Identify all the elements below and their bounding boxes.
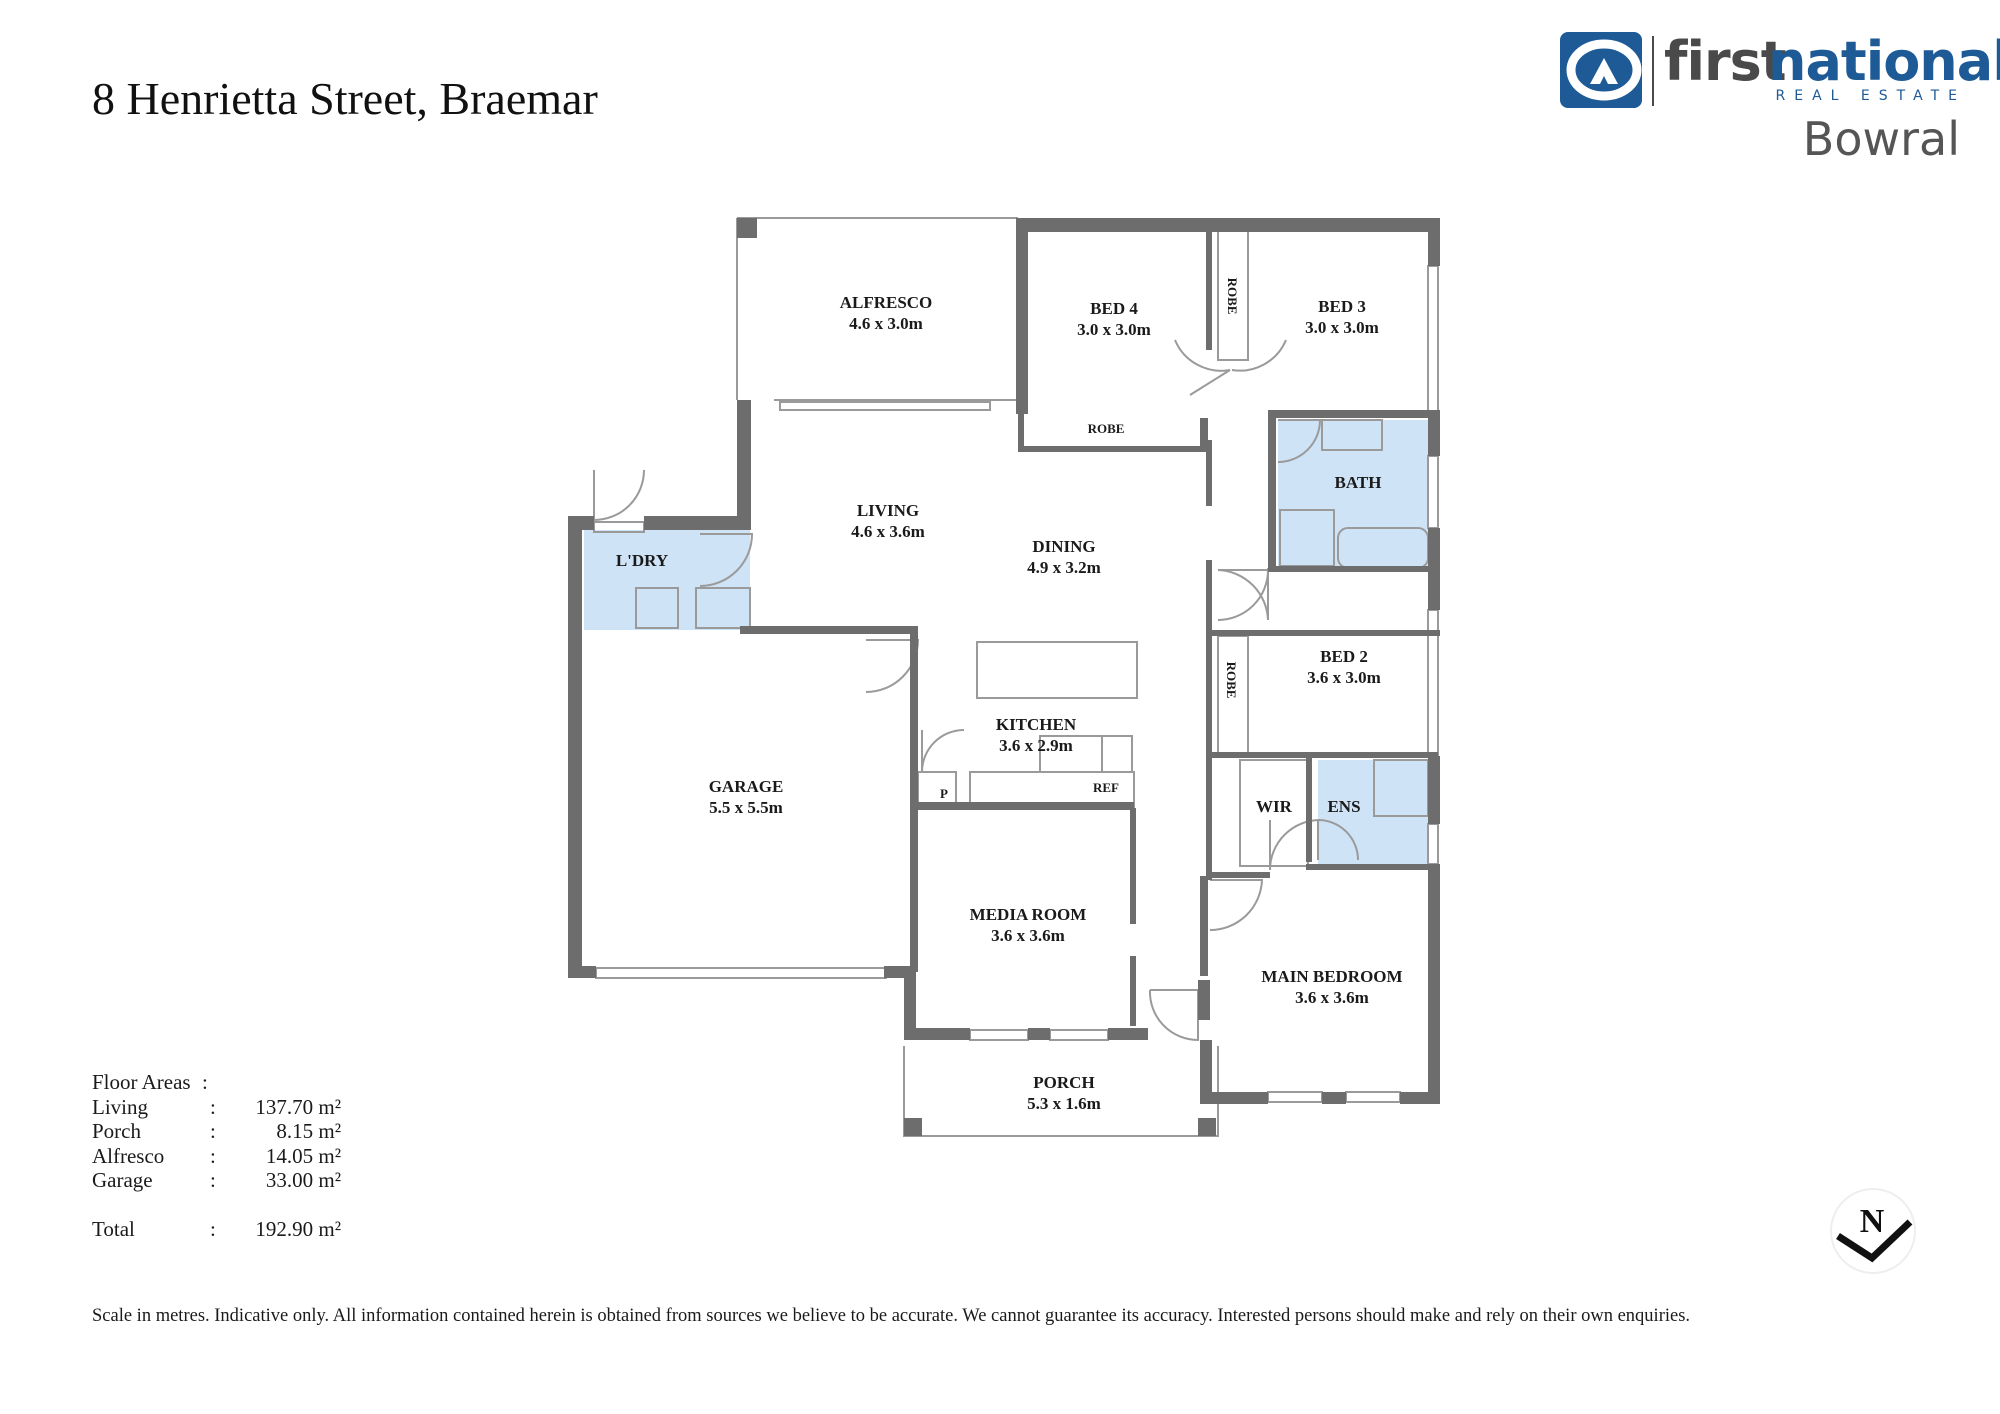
- robe-bed2-label: ROBE: [1224, 662, 1239, 699]
- door-swings: [593, 339, 1359, 1042]
- area-total-name: Total: [92, 1216, 135, 1241]
- brand-subline: REAL ESTATE: [1775, 88, 1966, 104]
- area-name: Living: [92, 1094, 148, 1119]
- ref-label: REF: [1093, 780, 1119, 795]
- porch-name: PORCH: [1033, 1073, 1094, 1092]
- area-colon: :: [210, 1094, 216, 1119]
- bed2-size: 3.6 x 3.0m: [1307, 668, 1381, 687]
- area-name: Alfresco: [92, 1143, 165, 1168]
- area-total-value: 192.90 m²: [255, 1216, 341, 1241]
- laundry-label: L'DRY: [616, 551, 668, 570]
- alfresco-size: 4.6 x 3.0m: [849, 314, 923, 333]
- walls: [568, 218, 1440, 1136]
- brand-branch: Bowral: [1802, 112, 1960, 166]
- bed2-name: BED 2: [1320, 647, 1368, 666]
- garage-name: GARAGE: [709, 777, 784, 796]
- ens-label: ENS: [1327, 797, 1360, 816]
- area-value: 137.70 m²: [255, 1094, 341, 1119]
- porch-size: 5.3 x 1.6m: [1027, 1094, 1101, 1113]
- logo-mark-icon: [1560, 32, 1642, 108]
- room-labels: ALFRESCO 4.6 x 3.0m BED 4 3.0 x 3.0m BED…: [616, 278, 1403, 1113]
- bed3-name: BED 3: [1318, 297, 1366, 316]
- kitchen-size: 3.6 x 2.9m: [999, 736, 1073, 755]
- area-colon: :: [210, 1119, 216, 1143]
- brand-first: first: [1664, 30, 1787, 93]
- robe-vertical-label: ROBE: [1225, 278, 1240, 315]
- area-colon: :: [210, 1216, 216, 1241]
- area-row: Living : 137.70 m²: [92, 1095, 341, 1120]
- area-value: 33.00 m²: [265, 1168, 341, 1192]
- brand-national: national: [1768, 30, 2000, 93]
- area-colon: :: [210, 1168, 216, 1192]
- area-name: Porch: [92, 1119, 141, 1143]
- main-bedroom-size: 3.6 x 3.6m: [1295, 988, 1369, 1007]
- living-size: 4.6 x 3.6m: [851, 522, 925, 541]
- area-colon: :: [210, 1143, 216, 1168]
- media-name: MEDIA ROOM: [970, 905, 1087, 924]
- bath-label: BATH: [1335, 473, 1382, 492]
- robe-bed4-label: ROBE: [1088, 421, 1125, 436]
- area-row: Garage : 33.00 m²: [92, 1168, 341, 1193]
- bed4-size: 3.0 x 3.0m: [1077, 320, 1151, 339]
- area-row: Alfresco : 14.05 m²: [92, 1144, 341, 1169]
- compass-n-label: N: [1860, 1203, 1885, 1240]
- bed4-name: BED 4: [1090, 299, 1138, 318]
- media-size: 3.6 x 3.6m: [991, 926, 1065, 945]
- page-title: 8 Henrietta Street, Braemar: [92, 73, 598, 124]
- area-total-row: Total : 192.90 m²: [92, 1217, 341, 1242]
- thin-lines: [635, 217, 1429, 1137]
- disclaimer: Scale in metres. Indicative only. All in…: [92, 1306, 1691, 1326]
- area-name: Garage: [92, 1168, 153, 1192]
- alfresco-name: ALFRESCO: [840, 293, 933, 312]
- floor-areas-table: Floor Areas : Living : 137.70 m² Porch :…: [92, 1070, 341, 1241]
- bed3-size: 3.0 x 3.0m: [1305, 318, 1379, 337]
- area-row: Porch : 8.15 m²: [92, 1119, 341, 1144]
- dining-name: DINING: [1032, 537, 1095, 556]
- brand-logo: first national REAL ESTATE Bowral: [1560, 30, 2000, 170]
- main-bedroom-name: MAIN BEDROOM: [1261, 967, 1402, 986]
- wir-label: WIR: [1256, 797, 1293, 816]
- areas-heading-colon: :: [202, 1070, 208, 1094]
- areas-heading: Floor Areas: [92, 1070, 191, 1094]
- garage-size: 5.5 x 5.5m: [709, 798, 783, 817]
- area-value: 8.15 m²: [276, 1119, 341, 1143]
- kitchen-name: KITCHEN: [996, 715, 1077, 734]
- north-compass-icon: N: [1830, 1188, 1916, 1274]
- living-name: LIVING: [857, 501, 919, 520]
- area-value: 14.05 m²: [265, 1143, 341, 1168]
- pantry-label: P: [940, 786, 948, 801]
- dining-size: 4.9 x 3.2m: [1027, 558, 1101, 577]
